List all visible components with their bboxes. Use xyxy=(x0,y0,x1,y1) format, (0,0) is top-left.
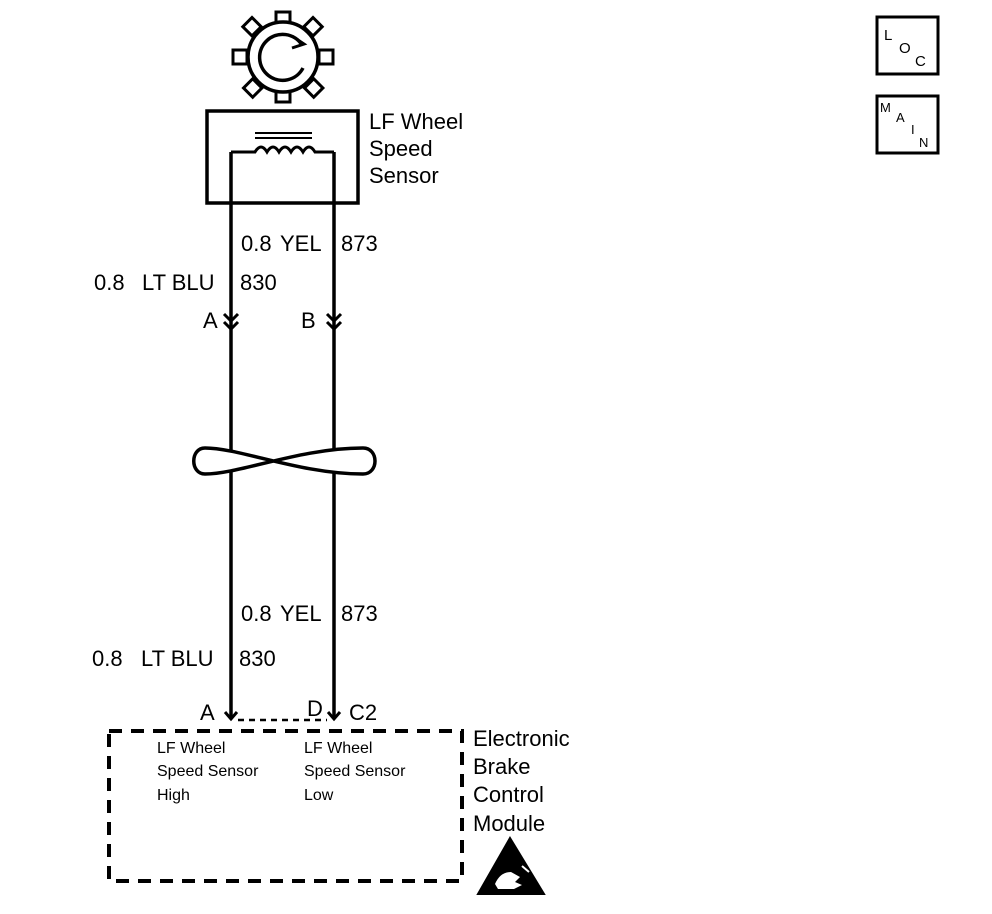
ebcm-input-low-line-1: LF Wheel xyxy=(304,740,372,757)
wheel-speed-sensor xyxy=(205,109,360,205)
main-letter-i: I xyxy=(911,122,915,137)
wire-bottom-blu-color: LT BLU xyxy=(141,646,214,671)
esd-warning-icon xyxy=(476,836,546,895)
ebcm-input-high-line-3: High xyxy=(157,787,190,804)
wire-bottom-yel-circuit: 873 xyxy=(341,601,378,626)
wire-bottom-yel-size: 0.8 xyxy=(241,601,272,626)
wire-top-yel-color: YEL xyxy=(280,231,322,256)
sensor-name-line-1: LF Wheel xyxy=(369,109,463,134)
loc-letter-c: C xyxy=(915,53,926,70)
twisted-pair-symbol xyxy=(192,446,377,476)
sensor-connector xyxy=(222,312,343,332)
main-letter-a: A xyxy=(896,110,905,125)
ebcm-input-low-line-3: Low xyxy=(304,787,334,804)
wire-top-blu-color: LT BLU xyxy=(142,270,215,295)
module-connector-pin-a: A xyxy=(200,700,215,725)
loc-nav-icon[interactable]: L O C xyxy=(875,15,940,76)
wire-top-yel-size: 0.8 xyxy=(241,231,272,256)
wire-bottom-yel-color: YEL xyxy=(280,601,322,626)
sensor-connector-pin-a: A xyxy=(203,308,218,333)
ebcm-module-box xyxy=(107,729,464,883)
sensor-connector-pin-b: B xyxy=(301,308,316,333)
sensor-name-line-2: Speed xyxy=(369,136,433,161)
main-letter-m: M xyxy=(880,100,891,115)
ebcm-name-line-1: Electronic xyxy=(473,726,570,751)
sensor-name-line-3: Sensor xyxy=(369,163,439,188)
wire-bottom-blu-size: 0.8 xyxy=(92,646,123,671)
module-connector-c2 xyxy=(223,711,342,722)
wire-top-yel-circuit: 873 xyxy=(341,231,378,256)
main-nav-icon[interactable]: M A I N xyxy=(875,94,940,155)
loc-letter-l: L xyxy=(884,27,892,44)
tone-wheel-icon xyxy=(231,10,335,104)
ebcm-name-line-2: Brake xyxy=(473,754,530,779)
ebcm-input-low-line-2: Speed Sensor xyxy=(304,763,406,780)
wire-top-blu-size: 0.8 xyxy=(94,270,125,295)
ebcm-input-high-line-2: Speed Sensor xyxy=(157,763,259,780)
module-connector-name: C2 xyxy=(349,700,377,725)
ebcm-input-high-line-1: LF Wheel xyxy=(157,740,225,757)
wire-bottom-blu-circuit: 830 xyxy=(239,646,276,671)
main-letter-n: N xyxy=(919,135,928,150)
loc-letter-o: O xyxy=(899,40,911,57)
wire-top-blu-circuit: 830 xyxy=(240,270,277,295)
ebcm-name-line-4: Module xyxy=(473,811,545,836)
module-connector-pin-d: D xyxy=(307,696,323,721)
ebcm-name-line-3: Control xyxy=(473,782,544,807)
